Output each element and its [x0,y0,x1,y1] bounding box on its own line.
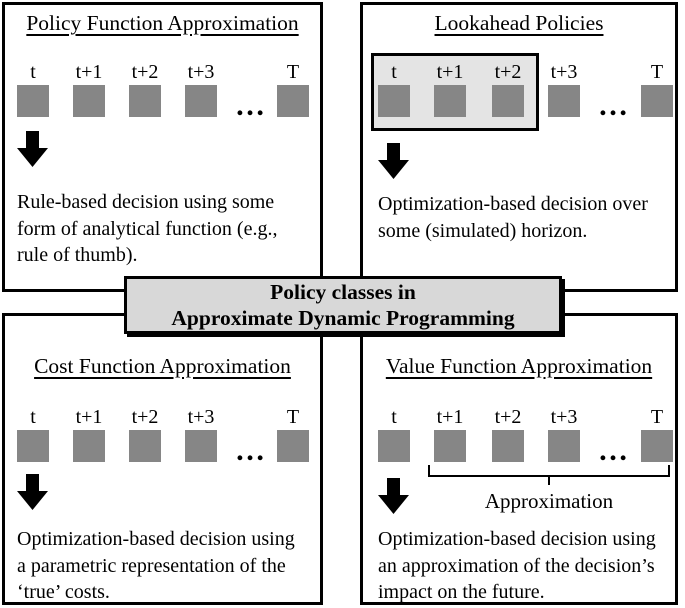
time-square [17,430,49,462]
description-line: a parametric representation of the [17,554,286,577]
quadrant-title: Policy Function Approximation [26,11,299,35]
time-label: T [286,61,300,83]
time-square [492,85,524,117]
timeline-cell: T [277,59,309,117]
timeline-cell: T [277,404,309,462]
time-label: t+1 [75,406,103,428]
timeline-cell: T [641,404,673,462]
time-label: T [286,406,300,428]
description-line: Optimization-based decision using [17,528,295,550]
time-label: t [391,406,397,428]
time-label: t+2 [494,61,522,83]
time-square [641,85,673,117]
timeline-cell: t [17,59,49,117]
quadrant-policy-function-approximation: Policy Function Approximation t t+1 t+2 … [2,2,323,292]
description-line: rule of thumb). [17,244,138,266]
time-label: t+3 [187,406,215,428]
time-label: t+3 [187,61,215,83]
time-square [378,85,410,117]
time-square [434,85,466,117]
figure-title-line: Approximate Dynamic Programming [171,306,515,330]
time-square [185,430,217,462]
description-line: Optimization-based decision over [378,193,648,215]
description-line: impact on the future. [378,581,545,603]
time-label: t+3 [550,406,578,428]
timeline-cell: T [641,59,673,117]
time-square [185,85,217,117]
down-arrow-icon [378,478,409,514]
timeline-cell: t+2 [129,59,161,117]
brace-label: Approximation [484,489,614,513]
description-line: Optimization-based decision using [378,528,656,550]
timeline-cell: t+1 [434,59,466,117]
approximation-brace [428,464,670,486]
time-square [434,430,466,462]
timeline-cell: t+3 [548,404,580,462]
time-square [17,85,49,117]
time-label: t [30,406,36,428]
quadrant-title: Cost Function Approximation [34,354,291,378]
time-label: t [30,61,36,83]
figure-title-line: Policy classes in [270,280,416,304]
time-square [73,85,105,117]
time-label: T [650,61,664,83]
time-label: T [650,406,664,428]
timeline-cell: t+3 [185,404,217,462]
quadrant-value-function-approximation: Value Function Approximation t t+1 t+2 t… [360,313,678,605]
timeline-cell: t [378,59,410,117]
description-line: some (simulated) horizon. [378,219,588,242]
timeline-cell: t+3 [185,59,217,117]
time-square [129,430,161,462]
time-square [277,85,309,117]
quadrant-cost-function-approximation: Cost Function Approximation t t+1 t+2 t+… [2,313,323,605]
time-label: t+3 [550,61,578,83]
quadrant-lookahead-policies: Lookahead Policies t t+1 t+2 t+3 … T Opt… [360,2,678,292]
timeline-cell: t+2 [492,59,524,117]
description-line: form of analytical function (e.g., [17,217,278,240]
description: Optimization-based decision using a para… [17,526,295,606]
description: Optimization-based decision using an app… [378,526,656,606]
time-square [548,85,580,117]
ellipsis: … [598,434,628,467]
timeline-cell: t+1 [73,404,105,462]
description: Optimization-based decision over some (s… [378,191,648,244]
time-label: t+2 [131,406,159,428]
description-line: an approximation of the decision’s [378,554,655,577]
down-arrow-icon [17,131,48,167]
time-square [492,430,524,462]
timeline-cell: t+2 [129,404,161,462]
ellipsis: … [235,89,265,122]
time-label: t+1 [75,61,103,83]
time-label: t+1 [436,61,464,83]
time-label: t+1 [436,406,464,428]
figure-title-box: Policy classes in Approximate Dynamic Pr… [124,276,562,334]
ellipsis: … [235,434,265,467]
time-label: t+2 [494,406,522,428]
timeline-cell: t+2 [492,404,524,462]
time-square [378,430,410,462]
timeline-cell: t+3 [548,59,580,117]
time-square [277,430,309,462]
quadrant-title: Value Function Approximation [385,354,653,378]
description-line: ‘true’ costs. [17,581,110,603]
description: Rule-based decision using some form of a… [17,189,277,269]
timeline-cell: t+1 [434,404,466,462]
time-square [641,430,673,462]
time-square [129,85,161,117]
description-line: Rule-based decision using some [17,191,275,213]
down-arrow-icon [378,143,409,179]
time-square [548,430,580,462]
time-label: t+2 [131,61,159,83]
timeline-cell: t+1 [73,59,105,117]
down-arrow-icon [17,474,48,510]
ellipsis: … [598,89,628,122]
time-label: t [391,61,397,83]
timeline-cell: t [17,404,49,462]
quadrant-title: Lookahead Policies [434,11,604,35]
timeline-cell: t [378,404,410,462]
time-square [73,430,105,462]
